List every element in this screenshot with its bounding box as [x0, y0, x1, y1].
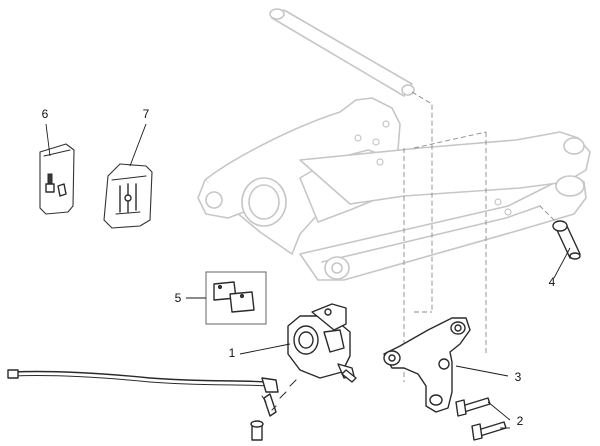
brake-hose [7, 369, 297, 441]
callout-2: 2 [517, 414, 524, 428]
callout-4: 4 [549, 275, 556, 289]
swingarm-ghost [197, 8, 591, 281]
callout-labels: 1 2 3 4 5 6 7 [42, 107, 556, 428]
callout-3: 3 [515, 370, 522, 384]
mounting-bolts-2 [455, 397, 507, 441]
callout-leaders [45, 123, 571, 429]
pivot-axle-ghost [269, 8, 415, 97]
callout-7: 7 [143, 107, 150, 121]
callout-1: 1 [229, 346, 236, 360]
hardware-bag-6 [39, 143, 75, 215]
brake-pads-5 [205, 271, 267, 325]
caliper-bracket-3 [383, 317, 471, 413]
axle-pin-4 [552, 220, 581, 260]
callout-6: 6 [42, 107, 49, 121]
callout-5: 5 [175, 291, 182, 305]
brake-caliper-1 [287, 303, 357, 383]
pins-kit-bag-7 [103, 163, 153, 229]
